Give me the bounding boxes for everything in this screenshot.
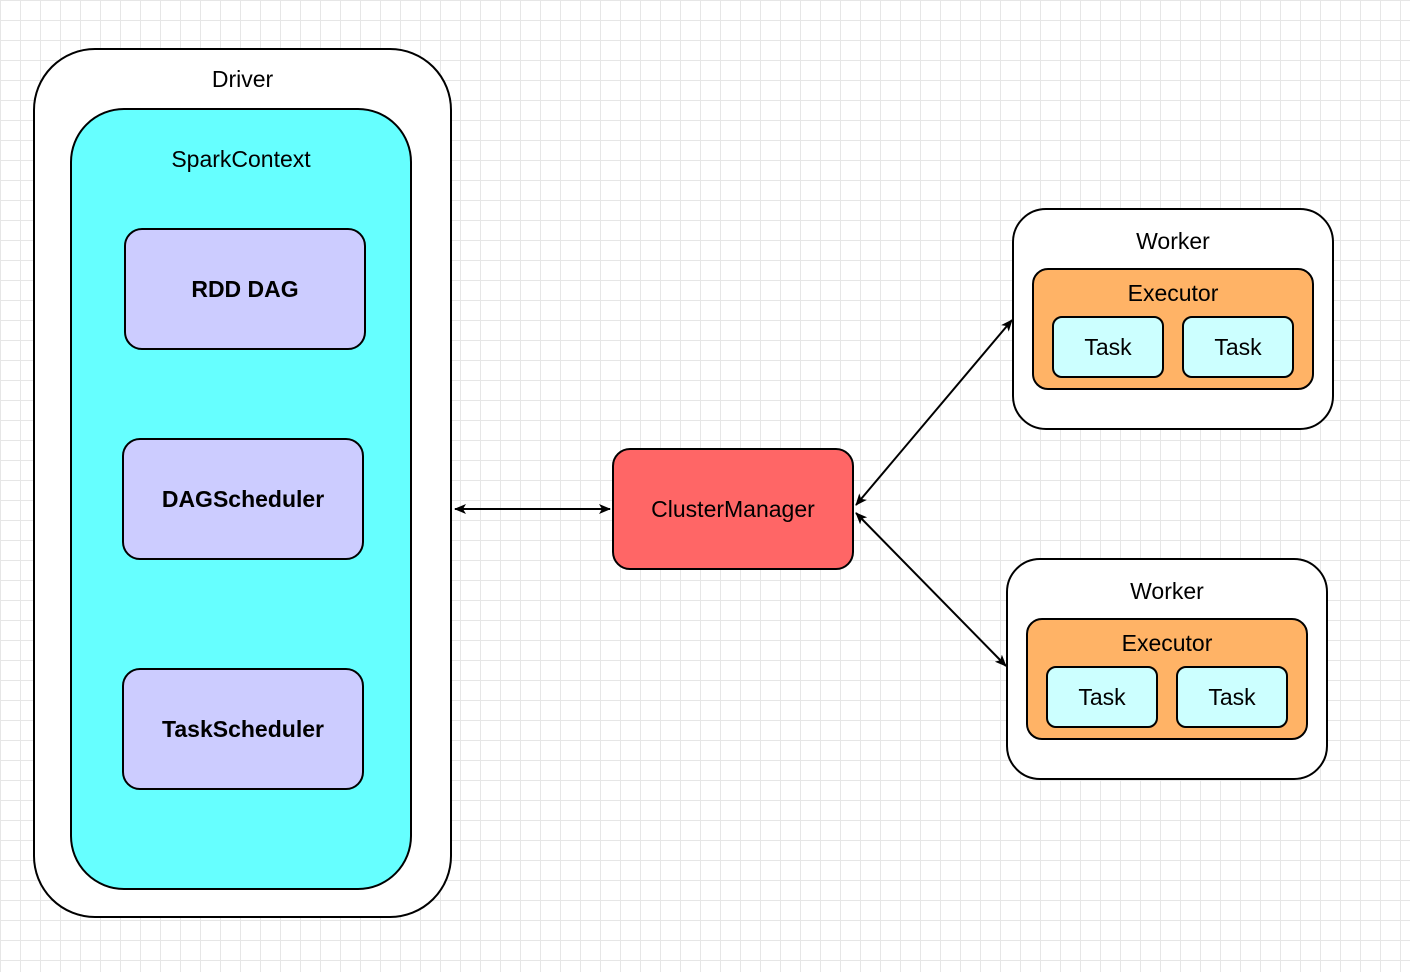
task-node: Task [1182,316,1294,378]
worker-label: Worker [1136,228,1210,254]
task-node: Task [1046,666,1158,728]
worker-label: Worker [1130,578,1204,604]
dag-scheduler-node: DAGScheduler [122,438,364,560]
dag-scheduler-label: DAGScheduler [161,485,325,512]
executor-label: Executor [1127,280,1219,306]
task-label: Task [1078,683,1126,710]
cluster-manager-node: ClusterManager [612,448,854,570]
executor-node: Executor Task Task [1032,268,1314,390]
task-label: Task [1214,333,1262,360]
rdd-dag-node: RDD DAG [124,228,366,350]
task-node: Task [1052,316,1164,378]
task-scheduler-label: TaskScheduler [162,715,324,742]
task-label: Task [1208,683,1256,710]
cluster-manager-worker-1-edge [855,319,1013,506]
executor-label: Executor [1121,630,1213,656]
task-scheduler-node: TaskScheduler [122,668,364,790]
cluster-manager-label: ClusterManager [651,495,815,522]
cluster-manager-worker-2-edge [855,512,1007,667]
driver-label: Driver [211,66,274,92]
spark-context-label: SparkContext [171,146,311,172]
worker-node-1: Worker Executor Task Task [1012,208,1334,430]
worker-node-2: Worker Executor Task Task [1006,558,1328,780]
task-node: Task [1176,666,1288,728]
rdd-dag-label: RDD DAG [191,275,299,302]
task-label: Task [1084,333,1132,360]
executor-node: Executor Task Task [1026,618,1308,740]
